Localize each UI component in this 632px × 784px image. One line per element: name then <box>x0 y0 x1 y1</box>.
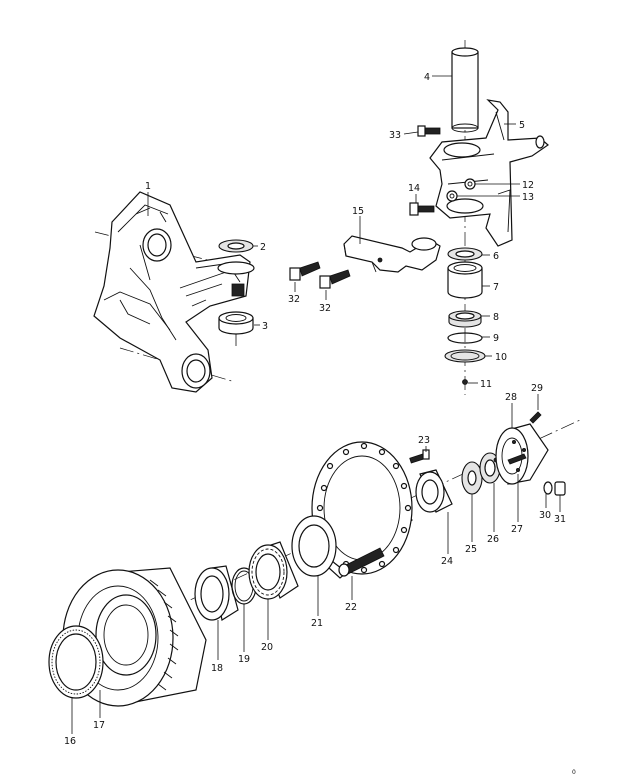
abs-ring-part-16 <box>48 625 104 699</box>
callout-10: 10 <box>495 352 507 363</box>
callout-11: 11 <box>480 379 492 390</box>
bolt-part-32-right <box>319 269 351 289</box>
bushing-part-3 <box>217 261 255 346</box>
steering-arm-part-5 <box>429 99 549 247</box>
callout-18: 18 <box>211 663 223 674</box>
callout-23: 23 <box>418 435 430 446</box>
o-ring-part-9 <box>447 332 483 344</box>
leader-lines <box>71 75 561 734</box>
callout-1: 1 <box>145 181 151 192</box>
callout-33: 33 <box>389 130 401 141</box>
bearing-part-8 <box>448 310 482 328</box>
callout-labels: 1 2 3 4 5 6 7 8 9 10 11 12 13 14 15 16 1… <box>64 72 566 747</box>
callout-20: 20 <box>261 642 273 653</box>
washer-part-2 <box>218 239 254 253</box>
callout-29: 29 <box>531 383 543 394</box>
bearing-race-part-18 <box>194 565 239 621</box>
callout-24: 24 <box>441 556 453 567</box>
callout-6: 6 <box>493 251 499 262</box>
callout-28: 28 <box>505 392 517 403</box>
callout-21: 21 <box>311 618 323 629</box>
callout-5: 5 <box>519 120 525 131</box>
tie-rod-arm-part-15 <box>343 235 441 273</box>
callout-14: 14 <box>408 183 420 194</box>
cover-part-10 <box>444 349 486 363</box>
callout-2: 2 <box>260 242 266 253</box>
callout-9: 9 <box>493 333 499 344</box>
callout-8: 8 <box>493 312 499 323</box>
bolt-part-33 <box>417 125 441 137</box>
callout-22: 22 <box>345 602 357 613</box>
callout-19: 19 <box>238 654 250 665</box>
callout-7: 7 <box>493 282 499 293</box>
lock-washer-part-25 <box>461 461 483 495</box>
callout-31: 31 <box>554 514 566 525</box>
axle-knuckle-part-1 <box>93 191 251 393</box>
hub-part-21 <box>291 441 413 579</box>
callout-30: 30 <box>539 510 551 521</box>
callout-25: 25 <box>465 544 477 555</box>
callout-32-right: 32 <box>319 303 331 314</box>
screw-part-29 <box>529 411 542 424</box>
callout-4: 4 <box>424 72 430 83</box>
seal-part-30 <box>543 481 553 495</box>
callout-26: 26 <box>487 534 499 545</box>
king-pin-part-4 <box>451 40 479 395</box>
nut-part-26 <box>479 452 501 484</box>
bushing-part-7 <box>447 261 483 299</box>
callout-15: 15 <box>352 206 364 217</box>
bearing-part-20 <box>248 541 299 600</box>
callout-16: 16 <box>64 736 76 747</box>
bearing-part-24 <box>415 469 453 513</box>
wheel-stud-part-22 <box>338 547 385 577</box>
callout-17: 17 <box>93 720 105 731</box>
plug-part-31 <box>554 481 566 496</box>
callout-12: 12 <box>522 180 534 191</box>
hub-cap-part-28 <box>495 423 549 485</box>
callout-3: 3 <box>262 321 268 332</box>
callout-13: 13 <box>522 192 534 203</box>
corner-mark: 0 <box>572 769 576 776</box>
screw-part-27 <box>507 453 527 465</box>
callout-27: 27 <box>511 524 523 535</box>
callout-32-left: 32 <box>288 294 300 305</box>
seal-part-6 <box>447 247 483 261</box>
bolt-part-32-left <box>289 261 321 281</box>
screw-part-11 <box>462 379 468 385</box>
